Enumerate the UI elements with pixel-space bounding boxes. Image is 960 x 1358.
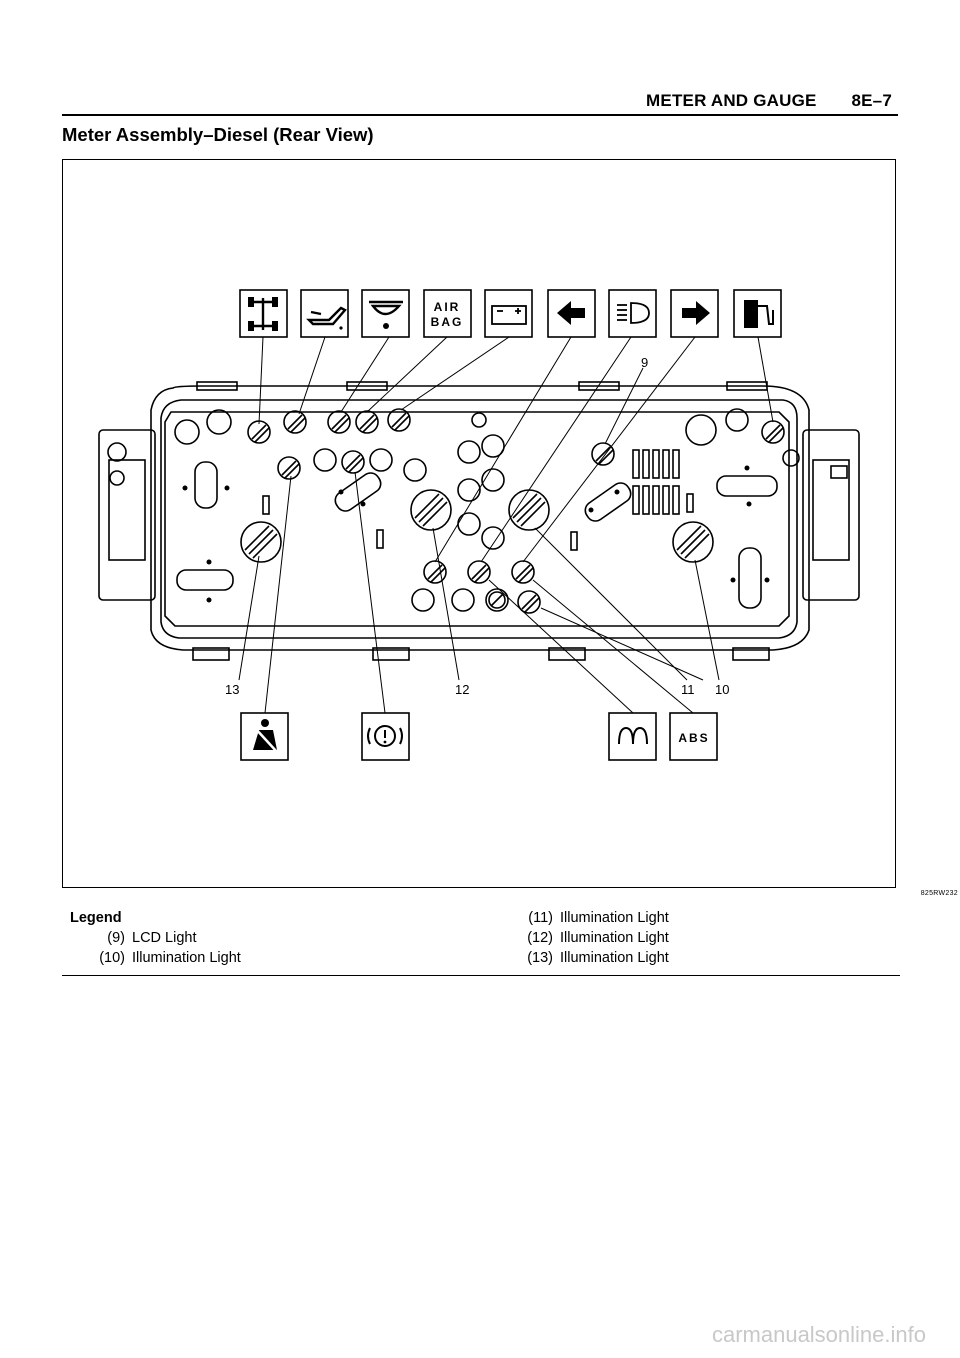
left-bracket	[98, 429, 156, 601]
clip	[346, 381, 388, 391]
seatbelt-icon	[240, 712, 289, 761]
airbag-label-line1: AIR	[434, 300, 461, 314]
bulb-socket	[457, 440, 481, 464]
meter-housing	[150, 385, 810, 651]
bulb-socket	[313, 448, 337, 472]
clip	[578, 381, 620, 391]
figure-title: Meter Assembly–Diesel (Rear View)	[62, 124, 374, 145]
left-bracket-hole	[107, 442, 127, 462]
section-title: METER AND GAUGE	[646, 91, 817, 110]
connector-blocks	[176, 461, 778, 609]
right-bracket-slot	[830, 465, 848, 479]
lcd-grille	[632, 449, 680, 515]
callout-10: 10	[715, 682, 729, 697]
clip	[548, 647, 586, 661]
leader-lines	[238, 336, 774, 714]
pin	[376, 529, 384, 549]
callout-9: 9	[641, 355, 648, 370]
turn-left-icon	[547, 289, 596, 338]
coolant-icon	[361, 289, 410, 338]
abs-label: ABS	[678, 731, 709, 745]
abs-icon	[669, 712, 718, 761]
clip	[732, 647, 770, 661]
callout-12: 12	[455, 682, 469, 697]
bulb-socket	[481, 526, 505, 550]
page-number: 8E–7	[851, 91, 892, 110]
bulb-socket	[457, 512, 481, 536]
callout-11: 11	[681, 682, 695, 697]
left-bracket-inner	[108, 459, 146, 561]
hatched-sockets	[247, 408, 785, 614]
fuel-icon	[733, 289, 782, 338]
legend-title: Legend	[70, 910, 122, 926]
callout-13: 13	[225, 682, 239, 697]
bulb-socket	[481, 468, 505, 492]
housing-inner-rim	[160, 399, 798, 639]
bulb-socket	[782, 449, 800, 467]
figure-id: 825RW232	[920, 890, 958, 897]
circuit-board	[164, 411, 790, 627]
legend-item: (9) LCD Light	[107, 930, 197, 946]
meter-assembly-drawing: AIR BAG ABS 9	[98, 289, 860, 761]
bulb-socket	[485, 588, 509, 612]
bulb-socket	[403, 458, 427, 482]
bulb-socket	[206, 409, 232, 435]
bulb-socket	[725, 408, 749, 432]
bulb-socket	[471, 412, 487, 428]
bulb-socket	[451, 588, 475, 612]
4wd-icon	[239, 289, 288, 338]
legend-left-column: Legend (9) LCD Light (10) Illumination L…	[70, 908, 241, 968]
pin	[686, 493, 694, 513]
right-bracket-inner	[812, 459, 850, 561]
clip	[196, 381, 238, 391]
bulb-socket	[174, 419, 200, 445]
meter-assembly-figure: AIR BAG ABS 9	[62, 159, 896, 888]
clip	[192, 647, 230, 661]
legend-bottom-rule	[62, 975, 900, 976]
legend-item: (10) Illumination Light	[99, 950, 241, 966]
bulb-socket	[369, 448, 393, 472]
airbag-icon	[423, 289, 472, 338]
page-header: METER AND GAUGE 8E–7	[62, 88, 898, 116]
brake-warning-icon	[361, 712, 410, 761]
left-bracket-hole	[109, 470, 125, 486]
bulb-socket	[685, 414, 717, 446]
pin	[570, 531, 578, 551]
header-rule	[62, 114, 898, 116]
bulb-socket	[457, 478, 481, 502]
airbag-label-line2: BAG	[431, 315, 464, 329]
high-beam-icon	[608, 289, 657, 338]
pin	[262, 495, 270, 515]
bulb-socket	[411, 588, 435, 612]
clip	[372, 647, 410, 661]
bulb-socket	[481, 434, 505, 458]
watermark: carmanualsonline.info	[711, 1322, 926, 1347]
right-bracket	[802, 429, 860, 601]
